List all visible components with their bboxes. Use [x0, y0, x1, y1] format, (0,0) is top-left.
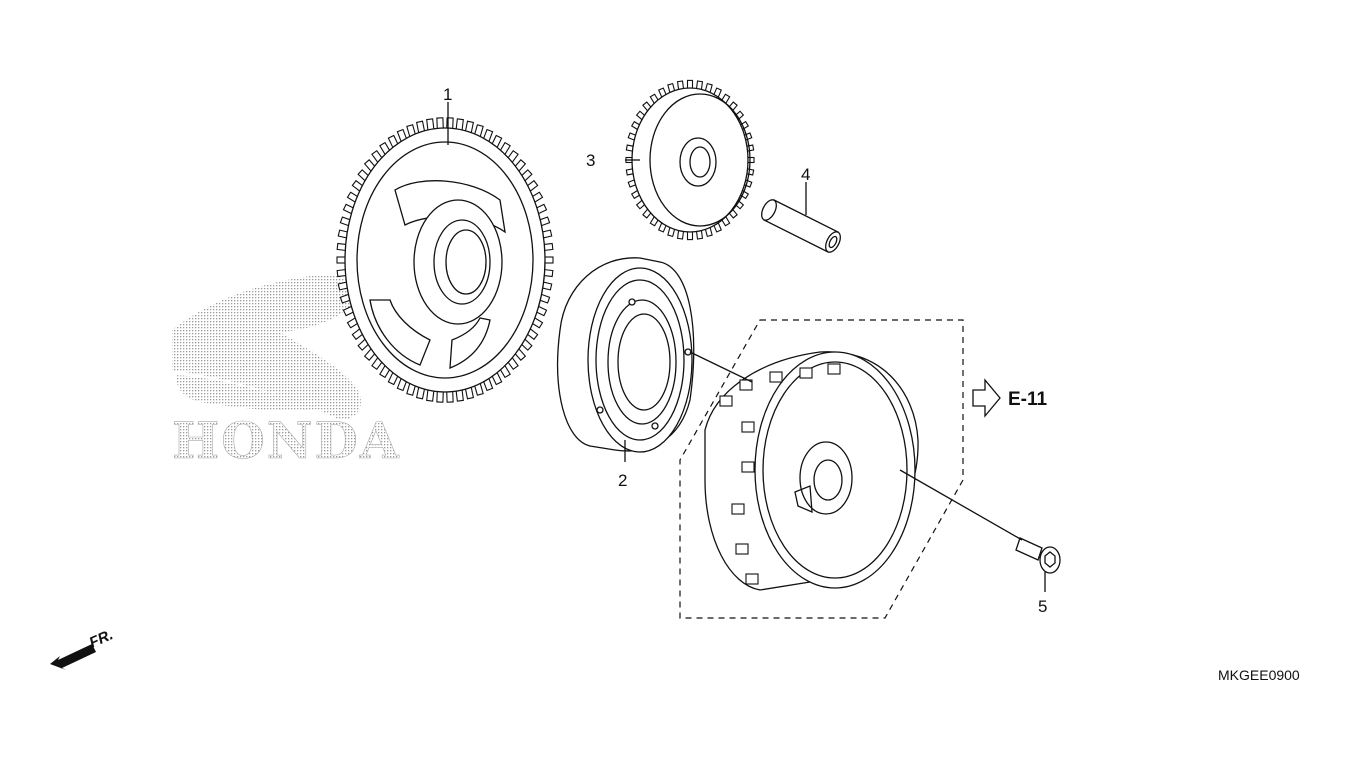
reluctor-slot [769, 371, 783, 383]
front-direction-indicator: FR. [50, 626, 116, 670]
reference-label[interactable]: E-11 [1008, 389, 1048, 410]
reluctor-slot [719, 395, 733, 407]
idle-gear-bore [679, 137, 717, 187]
reluctor-slot [827, 363, 841, 375]
flywheel-reluctor-slots [719, 363, 841, 585]
callout-4: 4 [801, 165, 810, 184]
assembly-axis-line [899, 469, 1023, 541]
flywheel-reference-group [679, 319, 964, 619]
reluctor-slot [741, 421, 755, 433]
shaft-end-far [761, 199, 777, 221]
honda-wing-lower [176, 375, 320, 411]
callout-2: 2 [618, 471, 627, 490]
flywheel-key [794, 485, 813, 514]
bolt-socket-icon [1044, 551, 1056, 568]
gear-inner-rim [356, 141, 534, 379]
honda-watermark: HONDA [172, 274, 401, 470]
gear-web-spoke [369, 299, 431, 366]
reference-dashed-outline [679, 319, 964, 619]
honda-wordmark: HONDA [172, 411, 401, 470]
idle-gear-bore-inner [689, 146, 711, 178]
clutch-rollers [607, 299, 677, 425]
shaft-bore [828, 235, 838, 249]
clutch-bolt-hole [628, 298, 636, 306]
clutch-ring [595, 279, 685, 441]
assembly-axis-line [689, 351, 753, 383]
flywheel-hub [799, 441, 853, 515]
flywheel-inner-rim [762, 361, 908, 579]
gear-web-spoke [449, 317, 491, 369]
bolt-head [1039, 546, 1061, 574]
bolt-shank [1015, 537, 1043, 561]
clutch-bolt-hole [596, 406, 604, 414]
starter-one-way-clutch [557, 257, 695, 453]
clutch-bolt-hole [651, 422, 659, 430]
gear-hub-inner [445, 229, 487, 295]
starter-driven-gear [336, 117, 554, 403]
gear-hub-bore [433, 219, 491, 305]
front-label: FR. [87, 626, 116, 651]
starter-idle-gear [625, 79, 755, 241]
diagram-code: MKGEE0900 [1218, 667, 1300, 683]
callout-5: 5 [1038, 597, 1047, 616]
reference-link[interactable]: E-11 [972, 378, 1048, 418]
honda-wing-logo [172, 274, 361, 420]
callout-1: 1 [443, 85, 452, 104]
flywheel-bolt [1015, 537, 1061, 574]
clutch-inner [617, 313, 671, 411]
reluctor-slot [731, 503, 745, 515]
front-arrow-icon [50, 644, 96, 670]
idle-gear-shaft [761, 199, 841, 253]
callout-3: 3 [586, 151, 595, 170]
flywheel-hub-bore [813, 459, 843, 501]
hollow-arrow-icon [972, 378, 1001, 418]
idle-gear-face [649, 93, 751, 227]
gear-hub [413, 199, 503, 325]
reluctor-slot [745, 573, 759, 585]
reluctor-slot [739, 379, 753, 391]
reluctor-slot [799, 367, 813, 379]
reluctor-slot [735, 543, 749, 555]
reluctor-slot [741, 461, 755, 473]
